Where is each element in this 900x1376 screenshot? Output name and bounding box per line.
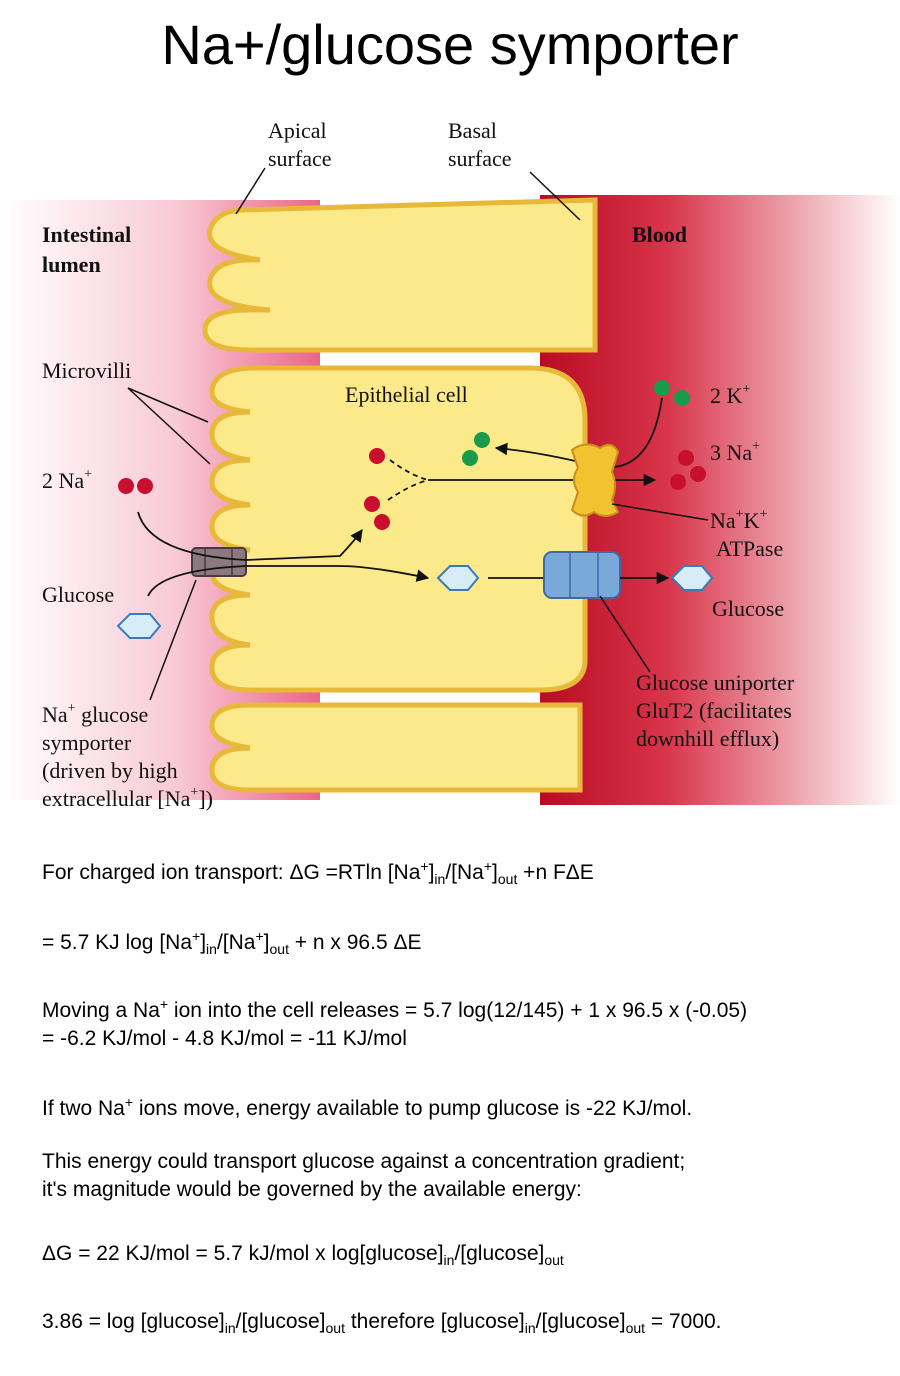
k-label: 2 K+ <box>710 382 750 408</box>
glut2-uniporter <box>543 551 621 599</box>
glucose-left-label: Glucose <box>42 582 114 607</box>
glucose-molecule <box>670 565 714 591</box>
na-ion <box>374 514 390 530</box>
microvilli-label: Microvilli <box>42 358 131 383</box>
basal-label-2: surface <box>448 146 512 171</box>
k-ion <box>474 432 490 448</box>
epithelial-cell-label: Epithelial cell <box>345 382 468 407</box>
na-ion <box>670 474 686 490</box>
k-ion <box>654 380 670 396</box>
na-ion <box>690 466 706 482</box>
glucose-molecule <box>436 565 480 591</box>
basal-label-1: Basal <box>448 118 497 143</box>
symporter-label-4: extracellular [Na+]) <box>42 785 213 811</box>
glucose-right-label: Glucose <box>712 596 784 621</box>
na-ion <box>118 478 134 494</box>
na-ion <box>364 496 380 512</box>
equation-1: For charged ion transport: ΔG =RTln [Na+… <box>42 858 594 888</box>
atpase-label-1: Na+K+ <box>710 507 767 533</box>
na-ion <box>678 450 694 466</box>
apical-label-1: Apical <box>268 118 327 143</box>
uniporter-label-1: Glucose uniporter <box>636 670 795 695</box>
blood-label: Blood <box>632 222 687 247</box>
lumen-label-1: Intestinal <box>42 222 131 247</box>
symporter-label-2: symporter <box>42 730 132 755</box>
equation-2: = 5.7 KJ log [Na+]in/[Na+]out + n x 96.5… <box>42 928 422 958</box>
k-ion <box>462 450 478 466</box>
na-ion <box>137 478 153 494</box>
na-glucose-symporter <box>191 547 247 577</box>
equation-6: ΔG = 22 KJ/mol = 5.7 kJ/mol x log[glucos… <box>42 1242 564 1269</box>
na-ion <box>369 448 385 464</box>
na-out-label: 3 Na+ <box>710 439 760 465</box>
k-ion <box>674 390 690 406</box>
page-title: Na+/glucose symporter <box>161 13 739 76</box>
glucose-molecule <box>116 613 162 639</box>
lumen-label-2: lumen <box>42 252 101 277</box>
na-in-label: 2 Na+ <box>42 467 92 493</box>
uniporter-label-2: GluT2 (facilitates <box>636 698 792 723</box>
equation-3: Moving a Na+ ion into the cell releases … <box>42 996 748 1050</box>
uniporter-label-3: downhill efflux) <box>636 726 779 751</box>
apical-label-2: surface <box>268 146 332 171</box>
na-k-atpase <box>570 443 620 517</box>
epithelial-cells <box>202 197 598 793</box>
symporter-label-1: Na+ glucose <box>42 701 148 727</box>
equation-4: If two Na+ ions move, energy available t… <box>42 1094 693 1120</box>
transport-diagram: Apical surface Basal surface Intestinal … <box>0 118 900 811</box>
equation-5: This energy could transport glucose agai… <box>42 1150 686 1201</box>
atpase-label-2: ATPase <box>716 536 783 561</box>
equation-7: 3.86 = log [glucose]in/[glucose]out ther… <box>42 1310 722 1337</box>
symporter-label-3: (driven by high <box>42 758 178 783</box>
